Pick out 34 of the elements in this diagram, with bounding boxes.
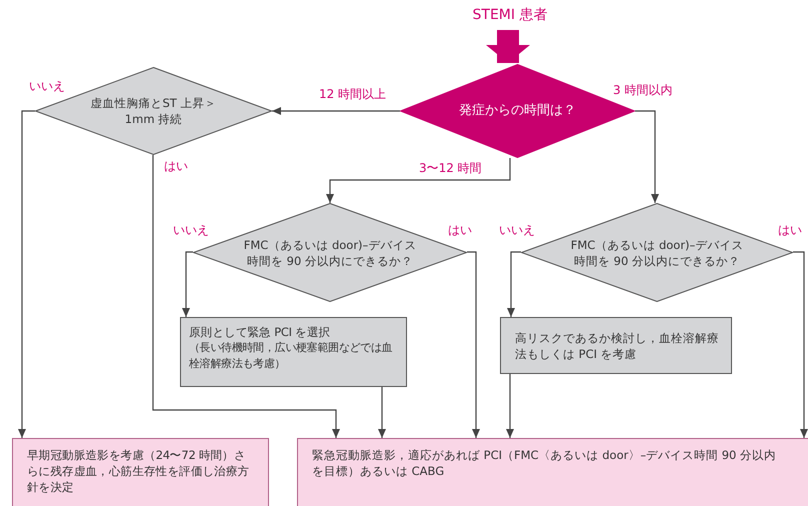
diamond-text: FMC（あるいは door)–デバイス時間を 90 分以内にできるか？	[570, 236, 744, 268]
diamond-text: 虚血性胸痛とST 上昇＞1mm 持続	[90, 95, 218, 127]
arrow	[793, 251, 808, 438]
arrow	[378, 387, 386, 438]
arrow	[152, 155, 340, 438]
process-box	[297, 438, 808, 506]
edge-label: いいえ	[498, 222, 536, 239]
diamond-text: FMC（あるいは door)–デバイス時間を 90 分以内にできるか？	[242, 236, 418, 268]
decision-diamond	[400, 64, 635, 158]
box-text: 高リスクであるか検討し，血栓溶解療法もしくは PCI を考慮	[515, 330, 720, 362]
arrow	[467, 251, 480, 438]
block-arrow	[486, 30, 530, 63]
arrow	[507, 251, 521, 317]
arrow	[182, 251, 193, 317]
edge-label: 3〜12 時間	[418, 160, 483, 177]
edge-label: いいえ	[28, 78, 66, 95]
box-text: （長い待機時間，広い梗塞範囲などでは血栓溶解療法も考慮）	[189, 340, 394, 372]
edge-label: いいえ	[172, 222, 210, 239]
process-box	[180, 317, 407, 387]
box-text: 原則として緊急 PCI を選択	[189, 324, 332, 340]
box-text: 緊急冠動脈造影，適応があれば PCI（FMC〈あるいは door〉–デバイス時間 90 分以内を目標）あるいは CABG	[312, 447, 778, 479]
decision-diamond	[521, 203, 793, 302]
diamond-text: 発症からの時間は？	[458, 103, 577, 119]
process-box	[12, 438, 269, 506]
arrow	[272, 107, 400, 115]
start-label: STEMI 患者	[455, 6, 565, 26]
edge-label: 3 時間以内	[612, 82, 674, 99]
arrow	[18, 110, 35, 438]
process-box	[500, 317, 732, 374]
edge-label: 12 時間以上	[318, 86, 388, 103]
arrow	[326, 158, 511, 203]
arrow	[635, 110, 659, 203]
box-text: 早期冠動脈造影を考慮（24〜72 時間）さらに残存虚血，心筋生存性を評価し治療方針を決定	[27, 447, 250, 495]
arrow	[506, 374, 514, 438]
